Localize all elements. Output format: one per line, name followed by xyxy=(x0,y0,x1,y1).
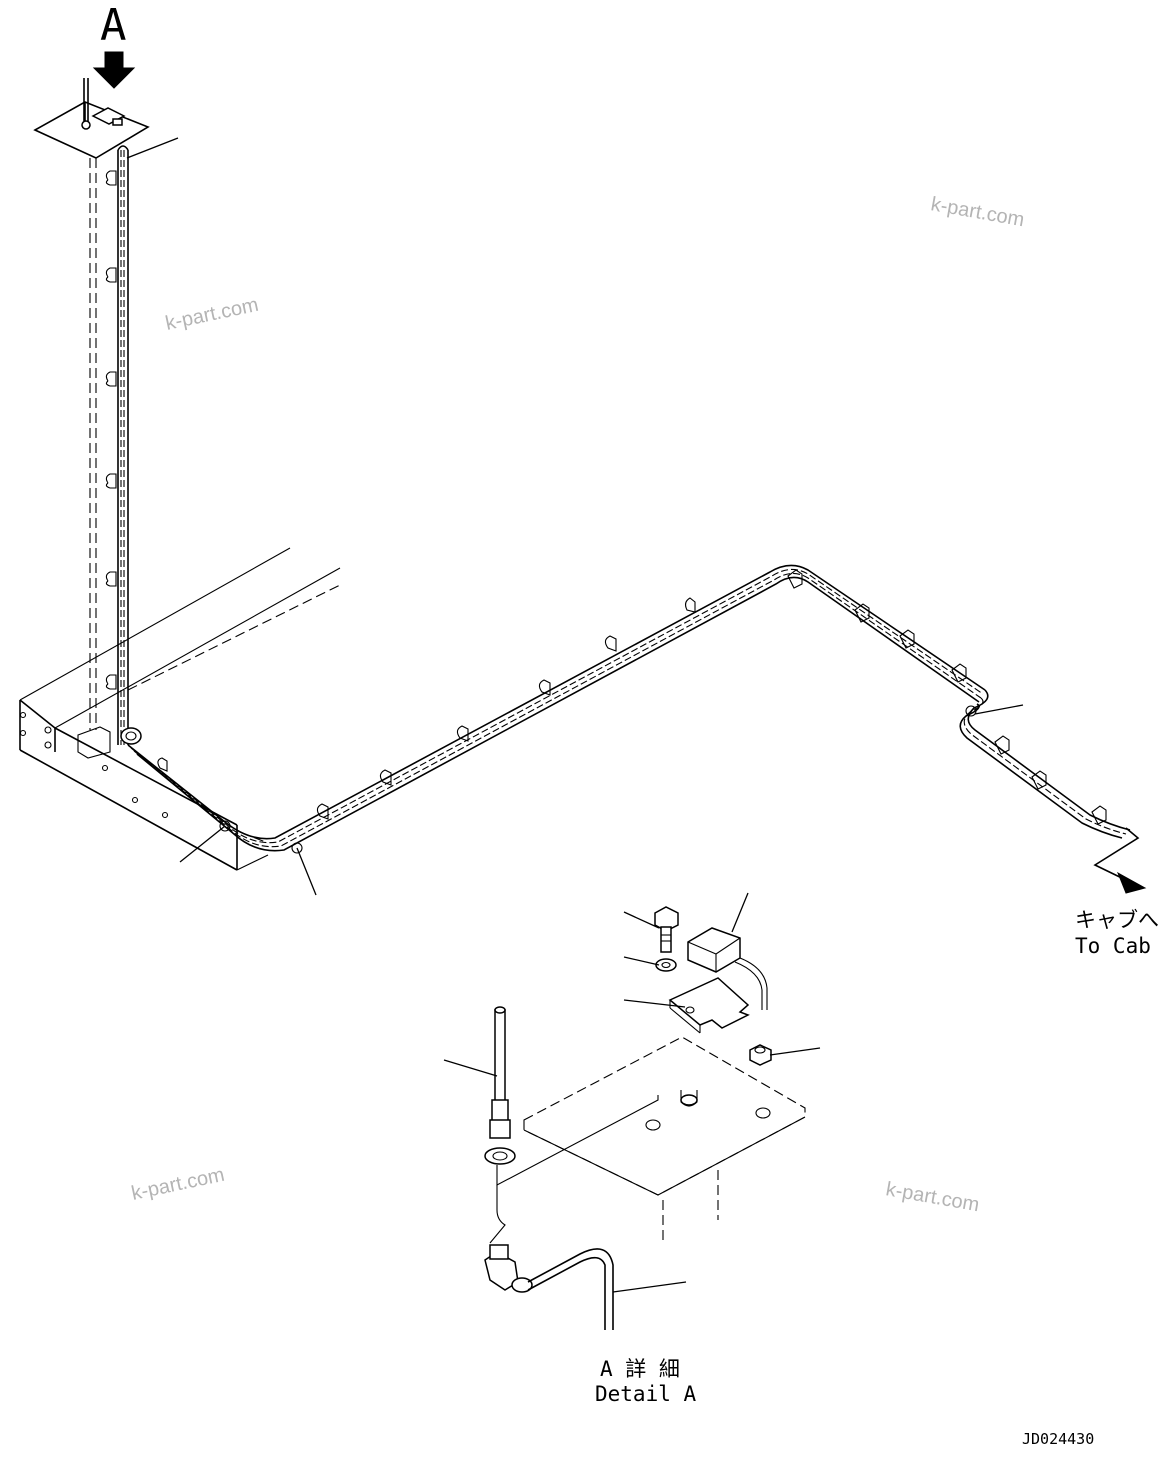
detail-a-plate xyxy=(523,1036,806,1240)
watermark: k-part.com xyxy=(129,1164,226,1205)
arrow-right-icon xyxy=(1117,871,1147,894)
antenna-rod xyxy=(484,1006,516,1165)
antenna-module xyxy=(687,927,768,1010)
detail-leader-lines xyxy=(443,892,821,1293)
drawing-number: JD024430 xyxy=(1022,1430,1094,1448)
arrow-down-icon xyxy=(92,51,136,89)
washer xyxy=(655,958,677,972)
nut xyxy=(749,1044,772,1066)
bolt xyxy=(654,906,679,953)
base-frame xyxy=(19,547,341,871)
detail-label-en: Detail A xyxy=(595,1382,697,1406)
bracket xyxy=(668,977,750,1034)
post-clamps xyxy=(105,170,117,690)
harness-run xyxy=(127,564,1140,883)
detail-label-jp: A 詳 細 xyxy=(600,1357,680,1381)
antenna-post xyxy=(89,145,129,745)
destination-label-jp: キャブへ xyxy=(1075,908,1159,932)
top-mounting-plate xyxy=(33,78,150,159)
coax-cable xyxy=(484,1095,659,1330)
view-label: A xyxy=(100,0,127,51)
harness-clamps xyxy=(157,569,1107,854)
destination-label-en: To Cab xyxy=(1075,934,1151,958)
watermark: k-part.com xyxy=(163,294,260,335)
leader-lines xyxy=(126,137,1024,896)
watermark: k-part.com xyxy=(884,1178,981,1216)
watermark: k-part.com xyxy=(929,193,1026,231)
base-grommet xyxy=(120,727,142,745)
